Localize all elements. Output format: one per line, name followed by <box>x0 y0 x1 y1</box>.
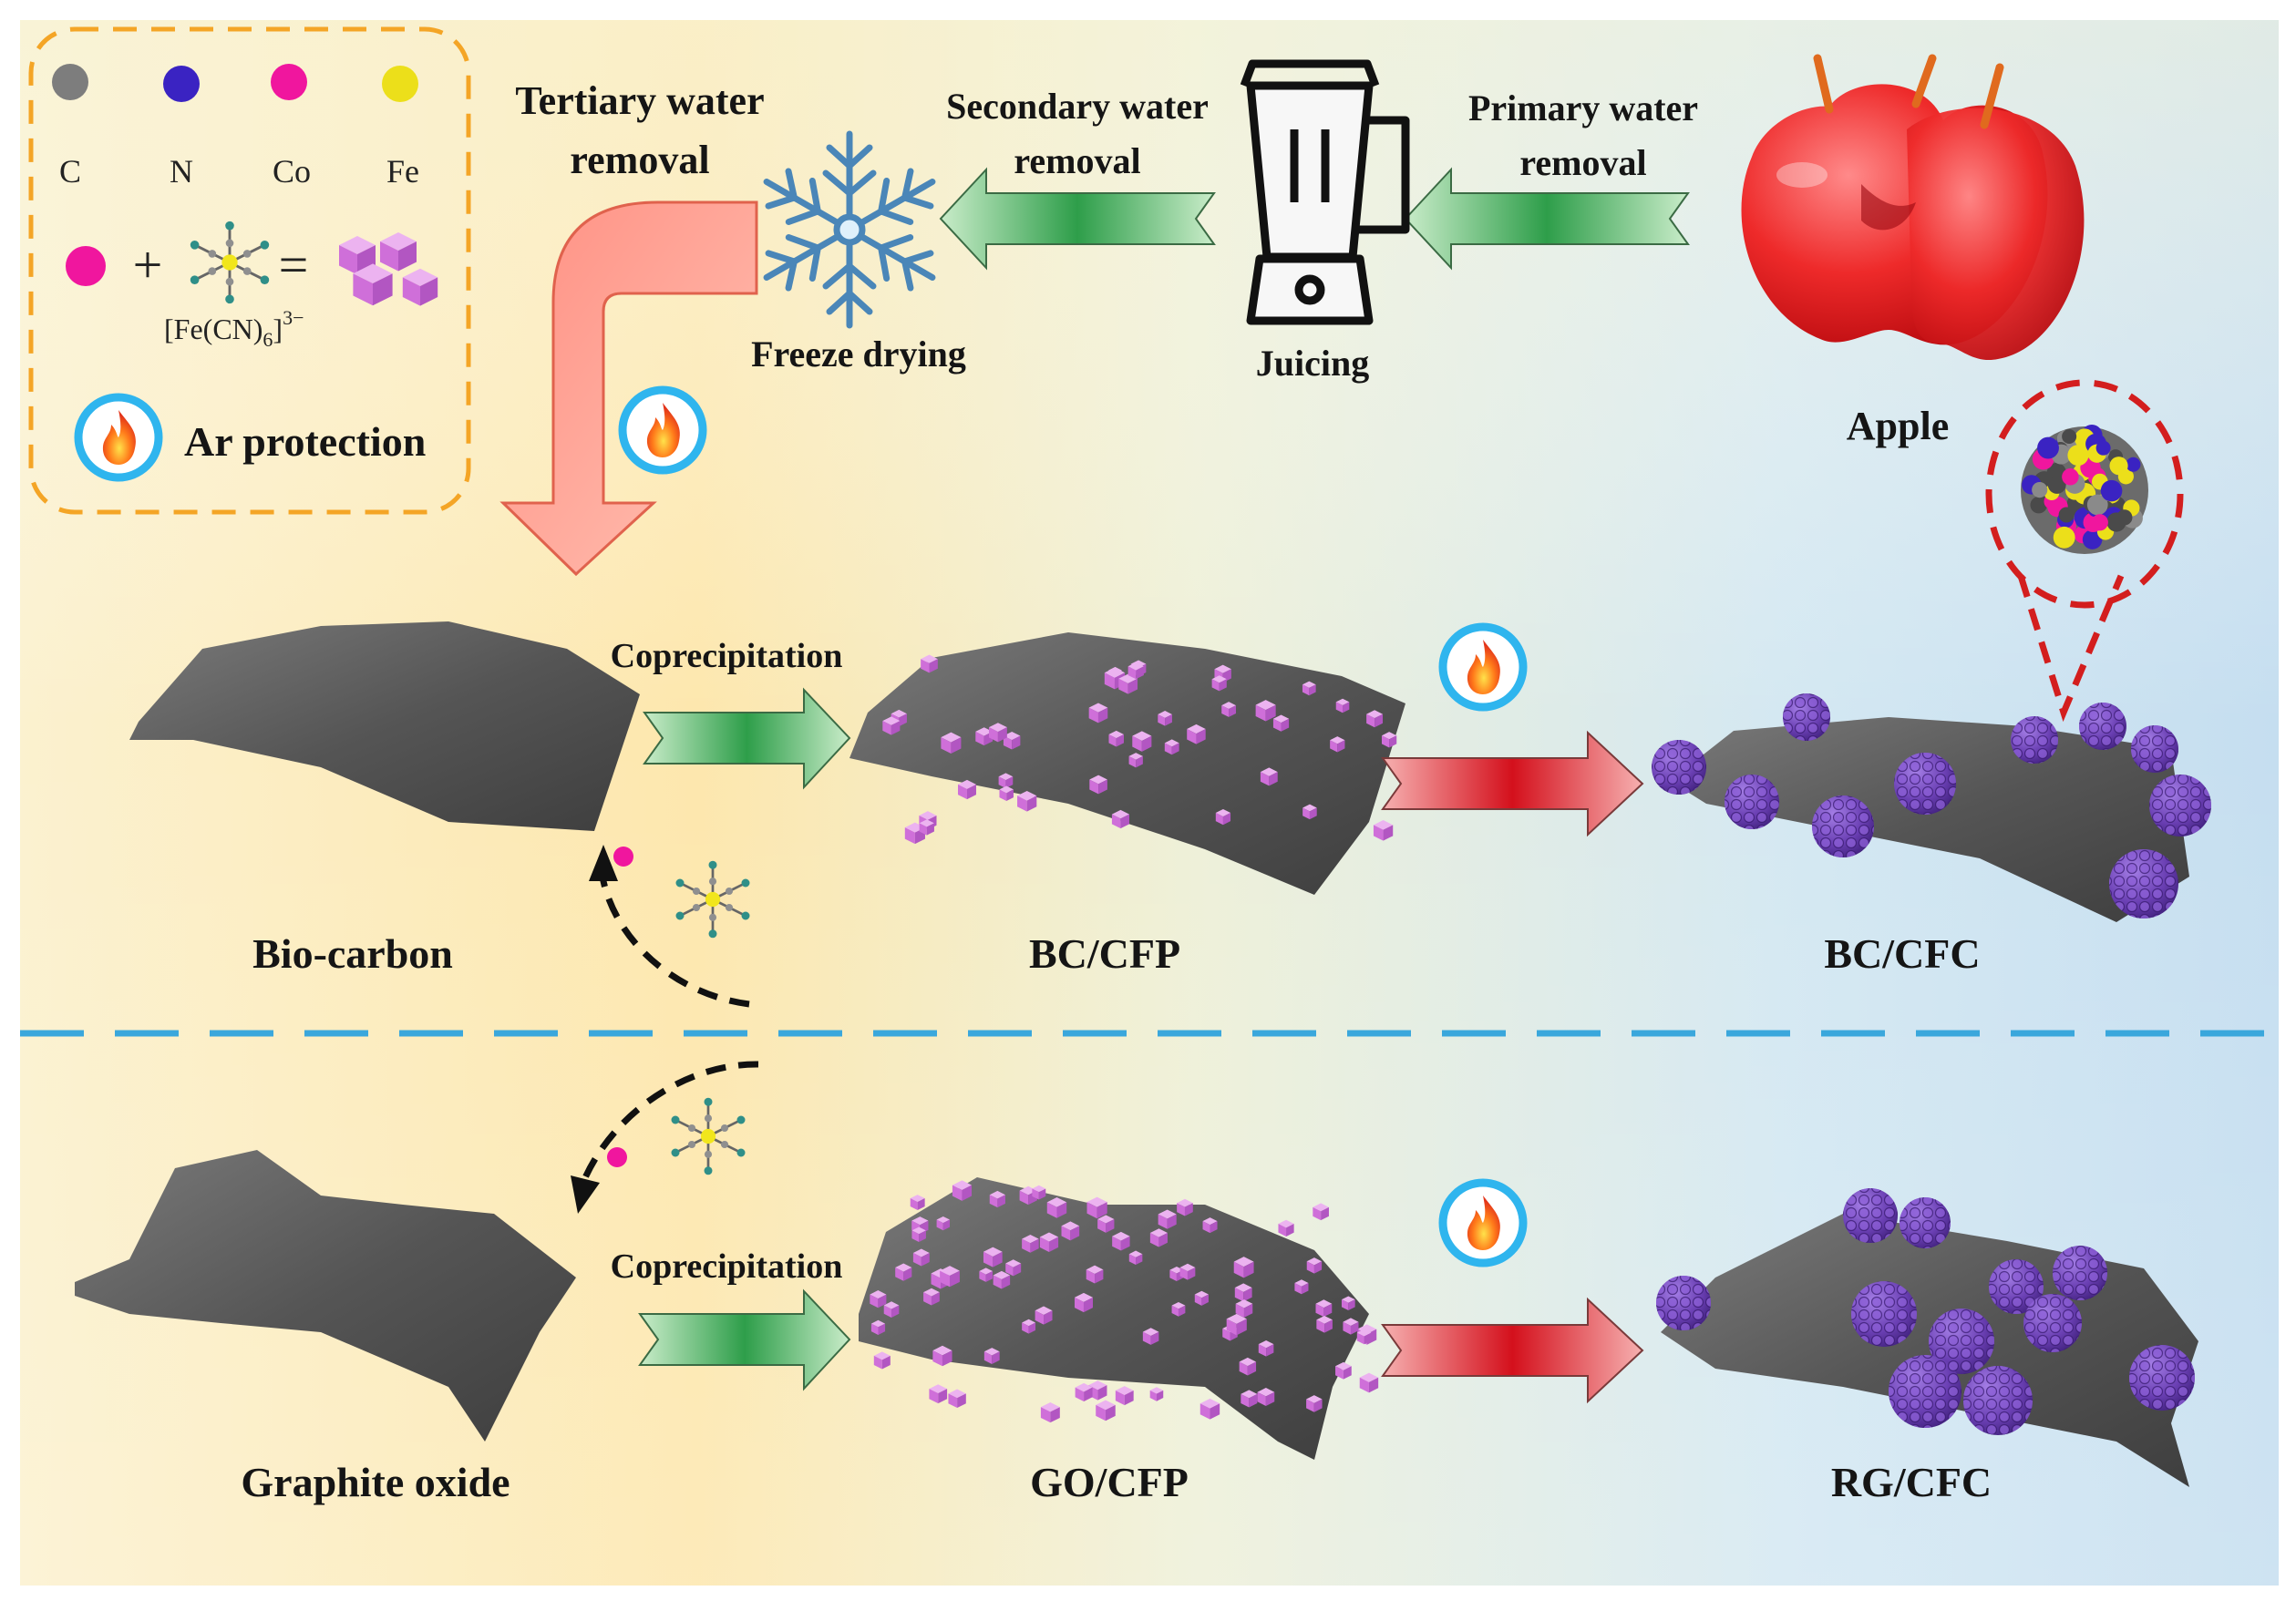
apple-label: Apple <box>1847 404 1949 448</box>
legend-dot-fe <box>382 66 418 102</box>
cfc-nanosphere <box>1652 740 1706 795</box>
tertiary-water-arrow <box>499 200 758 577</box>
cfc-nanosphere <box>1843 1188 1898 1243</box>
nanoparticle-atom <box>2037 436 2059 459</box>
legend-dot-co <box>271 64 307 100</box>
tertiary-label-line1: Tertiary water <box>515 78 764 123</box>
primary-water-arrow <box>1404 167 1690 271</box>
legend-label-co: Co <box>273 153 311 190</box>
legend-dot-c <box>52 64 88 100</box>
co-ion-bc <box>613 847 633 867</box>
cfc-nanosphere <box>1656 1276 1711 1330</box>
cfc-nanosphere <box>1989 1259 2044 1314</box>
cfc-nanosphere <box>2149 775 2211 836</box>
graphite-oxide-label: Graphite oxide <box>241 1459 510 1505</box>
cfc-nanosphere <box>1889 1355 1961 1428</box>
tertiary-label-line2: removal <box>570 138 709 182</box>
cfc-nanosphere <box>1894 753 1956 815</box>
primary-label-line2: removal <box>1519 142 1646 183</box>
nanoparticle-atom <box>2091 514 2108 531</box>
nanoparticle-atom <box>2095 440 2111 456</box>
nanoparticle-atom <box>2062 468 2079 486</box>
cfc-nanosphere <box>1900 1197 1951 1248</box>
nanoparticle-atom <box>2067 445 2089 467</box>
cfc-nanosphere <box>1929 1309 1994 1374</box>
bio-carbon-sheet <box>129 621 640 831</box>
zoom-callout <box>1985 379 2184 723</box>
schematic-panel: C N Co Fe + = [Fe(CN)6]3− Ar protection … <box>20 20 2279 1586</box>
flame-icon-tertiary <box>623 390 703 470</box>
flame-icon <box>78 397 159 477</box>
legend-plus: + <box>133 235 163 294</box>
legend-equals: = <box>279 235 309 294</box>
cfc-nanosphere <box>2011 716 2058 764</box>
nanoparticle-atom <box>2062 428 2077 445</box>
bc-cfp-label: BC/CFP <box>1029 930 1180 977</box>
bc-cfc-spheres <box>1652 693 2211 919</box>
legend-label-c: C <box>59 153 81 190</box>
legend-box: C N Co Fe + = [Fe(CN)6]3− Ar protection <box>28 26 471 515</box>
schematic-svg: C N Co Fe + = [Fe(CN)6]3− Ar protection … <box>20 20 2279 1586</box>
primary-label-line1: Primary water <box>1468 87 1698 128</box>
cfc-nanosphere <box>2079 703 2126 750</box>
cfc-nanosphere <box>1783 693 1830 741</box>
cfc-nanosphere <box>2109 849 2178 919</box>
go-cfp-sheet <box>859 1177 1369 1460</box>
secondary-label-line2: removal <box>1014 140 1140 181</box>
legend-dot-n <box>163 66 200 102</box>
go-cfp-label: GO/CFP <box>1030 1459 1189 1505</box>
snowflake-icon <box>755 130 944 325</box>
legend-label-n: N <box>170 153 193 190</box>
cfc-nanosphere <box>1725 775 1779 829</box>
coprecipitation-arrow-go <box>638 1288 851 1391</box>
legend-co-ion <box>66 246 106 286</box>
secondary-label-line1: Secondary water <box>946 86 1209 127</box>
nanoparticle-atom <box>2109 457 2128 476</box>
apple-icon <box>1741 54 2085 360</box>
co-ion-go <box>607 1147 627 1167</box>
dashed-arrow-go <box>580 1061 759 1184</box>
bc-cfc-sheet <box>1670 717 2189 922</box>
cfc-nanosphere <box>1851 1281 1917 1347</box>
coprecipitation-arrow-bc <box>643 687 851 790</box>
legend-ar-protection: Ar protection <box>184 418 426 465</box>
freeze-drying-label: Freeze drying <box>751 334 966 375</box>
pyrolysis-arrow-bc <box>1381 730 1644 837</box>
coprecipitation-label-go: Coprecipitation <box>611 1247 843 1286</box>
juicing-label: Juicing <box>1256 343 1369 384</box>
nanoparticle-atom <box>2047 476 2066 494</box>
cfc-nanosphere <box>2053 1246 2107 1300</box>
bc-cfp-sheet <box>849 632 1405 895</box>
graphite-oxide-sheet <box>75 1150 576 1442</box>
flame-icon-go <box>1443 1183 1523 1263</box>
nanoparticle-atom <box>2100 479 2123 502</box>
nanoparticle-atom <box>2086 494 2108 516</box>
flame-icon-bc <box>1443 627 1523 707</box>
nanoparticle-atom <box>2032 482 2048 498</box>
nanoparticle-atom <box>2053 526 2075 549</box>
rg-cfc-spheres <box>1656 1188 2195 1435</box>
cfc-nanosphere <box>1812 795 1874 857</box>
cfc-nanosphere <box>2023 1294 2082 1352</box>
nanoparticle-atom <box>2126 457 2141 472</box>
secondary-water-arrow <box>939 167 1216 271</box>
cfc-nanosphere <box>2131 725 2178 773</box>
nanoparticle-atom <box>2116 509 2133 526</box>
cfc-nanosphere <box>1963 1366 2033 1435</box>
legend-label-fe: Fe <box>386 153 419 190</box>
legend-complex-formula: [Fe(CN)6]3− <box>164 306 304 351</box>
nanoparticle-detail <box>2021 424 2148 554</box>
nanoparticle-atom <box>2030 496 2048 514</box>
cfc-nanosphere <box>2129 1345 2195 1411</box>
bio-carbon-label: Bio-carbon <box>252 930 453 977</box>
pyrolysis-arrow-go <box>1381 1297 1644 1404</box>
bc-cfc-label: BC/CFC <box>1824 930 1980 977</box>
dashed-arrow-bc <box>598 871 750 1008</box>
nanoparticle-atom <box>2082 529 2103 549</box>
nanoparticle-atom <box>2058 507 2075 523</box>
blender-icon <box>1240 59 1410 325</box>
rg-cfc-label: RG/CFC <box>1831 1459 1992 1505</box>
coprecipitation-label-bc: Coprecipitation <box>611 637 843 675</box>
